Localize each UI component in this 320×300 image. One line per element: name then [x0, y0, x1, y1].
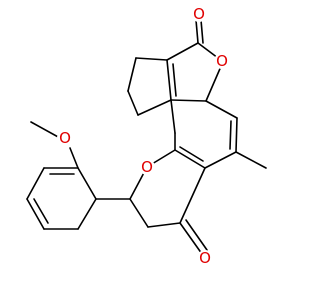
- svg-text:O: O: [193, 5, 205, 23]
- svg-text:O: O: [216, 52, 228, 70]
- ketone-oxygen-label: O: [197, 249, 213, 267]
- svg-text:O: O: [199, 249, 211, 267]
- benzene-core-ring: [174, 100, 238, 169]
- lactone-carbonyl-oxygen-label: O: [191, 5, 207, 23]
- lactone-ring-oxygen-label: O: [214, 52, 230, 70]
- lactone-ring: [166, 19, 223, 134]
- pyranone-ring-oxygen-label: O: [139, 158, 155, 176]
- svg-text:O: O: [141, 158, 153, 176]
- molecule-canvas: O O O O O: [26, 5, 267, 267]
- methoxyphenyl-group: [26, 121, 131, 230]
- methoxy-oxygen-label: O: [57, 129, 73, 147]
- methyl-group: [235, 151, 267, 169]
- chemical-structure-diagram: O O O O O: [26, 5, 267, 267]
- cyclopentane-ring: [127, 57, 172, 116]
- svg-text:O: O: [59, 129, 71, 147]
